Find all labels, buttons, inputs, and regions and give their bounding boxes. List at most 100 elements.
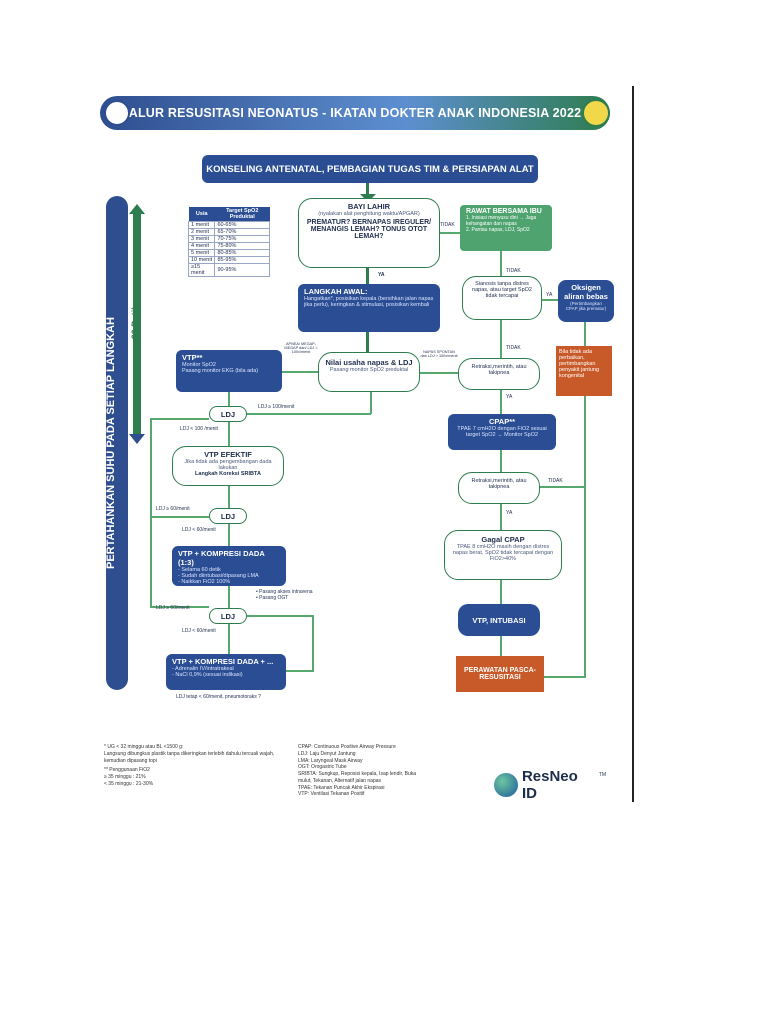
note-line: OGT: Orogastric Tube (298, 764, 347, 771)
edge-label-ldj-lt60b: LDJ < 60/menit (182, 628, 216, 634)
kateter-item: • Pasang akses intravena (256, 589, 313, 595)
time-label: 60 Detik (130, 304, 140, 340)
edge-label-ldj-ge100: LDJ ≥ 100/menit (258, 404, 295, 410)
time-arrow-down-icon (129, 434, 145, 444)
rawat-bersama-item: 2. Pantau napas, LDJ, SpO2 (466, 227, 530, 233)
notes-left: * UG < 32 minggu atau BL <1500 g: Langsu… (104, 744, 290, 788)
cell: 4 menit (187, 242, 216, 250)
edge-ldj2-left (150, 516, 209, 518)
bayi-lahir-title: BAYI LAHIR (347, 202, 391, 211)
spo2-header-age: Usia (188, 207, 215, 222)
node-vtp-kompresi-2: VTP + KOMPRESI DADA + ... - Adrenalin IV… (166, 654, 286, 690)
kateter-notes: • Pasang akses intravena • Pasang OGT (256, 589, 313, 601)
sidebar-temperature (106, 196, 128, 690)
vtp-efektif-title: VTP EFEKTIF (204, 450, 252, 459)
note-line: < 35 minggu : 21-30% (104, 780, 154, 787)
time-arrow-up-icon (129, 204, 145, 214)
edge-nilai-vtp (282, 371, 318, 373)
node-rawat-bersama: RAWAT BERSAMA IBU 1. Inisiasi menyusu di… (460, 205, 552, 251)
vtp-intubasi-title: VTP, INTUBASI (472, 615, 526, 625)
bayi-lahir-sub: (nyalakan alat penghitung waktu/APGAR) (318, 211, 420, 217)
perawatan-title: PERAWATAN PASCA-RESUSITASI (464, 667, 536, 681)
edge-label-tetap: LDJ tetap < 60/menit, pneumotoraks ? (176, 694, 261, 700)
cell: 5 menit (187, 249, 216, 257)
jantung-text: Bila tidak ada perbaikan, pertimbangkan … (559, 349, 600, 379)
cpap-title: CPAP** (488, 417, 516, 426)
node-nilai-napas: Nilai usaha napas & LDJ Pasang monitor S… (318, 352, 420, 392)
edge-label-ldj-ge60: LDJ ≥ 60/menit (156, 506, 190, 512)
edge-label-ya: YA (506, 394, 513, 400)
cell: 70-75% (214, 235, 270, 243)
edge-ldj3-right (247, 615, 313, 617)
edge-label-tidak: TIDAK (440, 222, 455, 228)
trademark: TM (598, 772, 606, 778)
edge-right-loop-bottom (286, 670, 314, 672)
ldj-3-label: LDJ (220, 611, 236, 621)
edge-retraksi2-gagal (500, 504, 502, 530)
node-gagal-cpap: Gagal CPAP TPAE 8 cmH2O masih dengan dis… (444, 530, 562, 580)
emblem-icon (582, 99, 610, 127)
note-line: VTP: Ventilasi Tekanan Positif (298, 791, 365, 798)
node-vtp: VTP** Monitor SpO2 Pasang monitor EKG (b… (176, 350, 282, 392)
cell: 80-85% (214, 249, 270, 257)
notes-right: CPAP: Continuous Positive Airway Pressur… (298, 744, 424, 798)
vtp-item: Monitor SpO2 (182, 362, 216, 368)
edge-label-tidak: TIDAK (548, 478, 563, 484)
ldj-2-label: LDJ (220, 511, 236, 521)
node-jantung-kongenital: Bila tidak ada perbaikan, pertimbangkan … (556, 346, 612, 396)
time-bar (133, 210, 141, 436)
oksigen-sub: (Pertimbangkan CPAP jika prematur) (565, 301, 607, 311)
edge-label-apnea: APNEA/ MEGAP-MEGAP dan/ LDJ < 100x/menit (284, 342, 318, 354)
edge-retraksi-sianosis (500, 320, 502, 358)
retraksi-1-text: Retraksi,merintih, atau takipnea (471, 364, 527, 376)
node-langkah-awal: LANGKAH AWAL: Hangatkan*, posisikan kepa… (298, 284, 440, 332)
note-line: SRIBTA: Sungkup, Reposisi kepala, Isap l… (298, 771, 417, 784)
gagal-cpap-title: Gagal CPAP (481, 535, 525, 544)
edge-right-rail (584, 396, 586, 678)
edge-retraksi-cpap (500, 390, 502, 414)
note-line: ≥ 35 minggu : 21% (104, 774, 146, 780)
node-bayi-lahir: BAYI LAHIR (nyalakan alat penghitung wak… (298, 198, 440, 268)
edge-label-tidak: TIDAK (506, 268, 521, 274)
gagal-cpap-sub: TPAE 8 cmH2O masih dengan distres napas … (452, 544, 554, 562)
node-cpap: CPAP** TPAE 7 cmH2O dengan FiO2 sesuai t… (448, 414, 556, 450)
node-ldj-3: LDJ (209, 608, 247, 624)
edge-left-loop-top (150, 418, 209, 420)
edge-ldj3-left (150, 606, 209, 608)
cell: 85-95% (214, 256, 270, 264)
vtp-title: VTP** (182, 353, 203, 362)
cell: 90-95% (214, 263, 270, 277)
node-ldj-2: LDJ (209, 508, 247, 524)
edge-efektif-ldj2 (228, 486, 230, 508)
nilai-sub: Pasang monitor SpO2 preduktal (329, 367, 409, 373)
rawat-bersama-item: 1. Inisiasi menyusu dini → Jaga kehangat… (466, 215, 537, 227)
cell: 60-65% (214, 221, 270, 229)
kateter-item: • Pasang OGT (256, 595, 289, 601)
edge-rawat-sianosis (500, 251, 502, 276)
edge-rail-perawatan (544, 676, 586, 678)
edge-tidak-1 (440, 232, 460, 234)
edge-left-loop (150, 418, 152, 608)
edge-label-ya: YA (378, 272, 385, 278)
cell: 75-80% (214, 242, 270, 250)
note-line: * UG < 32 minggu atau BL <1500 g: (104, 744, 184, 750)
vtp-efektif-sub: Jika tidak ada pengembangan dada lakukan (184, 459, 272, 471)
node-retraksi-2: Retraksi,merintih, atau takipnea (458, 472, 540, 504)
cpap-sub: TPAE 7 cmH2O dengan FiO2 sesuai target S… (457, 426, 547, 438)
note-line: TPAE: Tekanan Puncak Akhir Ekspirasi (298, 784, 385, 791)
idai-logo-icon (104, 100, 130, 126)
edge-ldj3-kompresi2 (228, 624, 230, 654)
note-line: LDJ: Laju Denyut Jantung (298, 750, 356, 757)
node-sianosis: Sianosis tanpa distres napas, atau targe… (462, 276, 542, 320)
vtp-kompresi-2-item: - NaCl 0,9% (sesuai indikasi) (172, 672, 243, 678)
node-retraksi-1: Retraksi,merintih, atau takipnea (458, 358, 540, 390)
edge-label-ldj-ge60b: LDJ ≥ 60/menit (156, 605, 190, 611)
langkah-awal-sub: Hangatkan*, posisikan kepala (bersihkan … (304, 296, 434, 308)
